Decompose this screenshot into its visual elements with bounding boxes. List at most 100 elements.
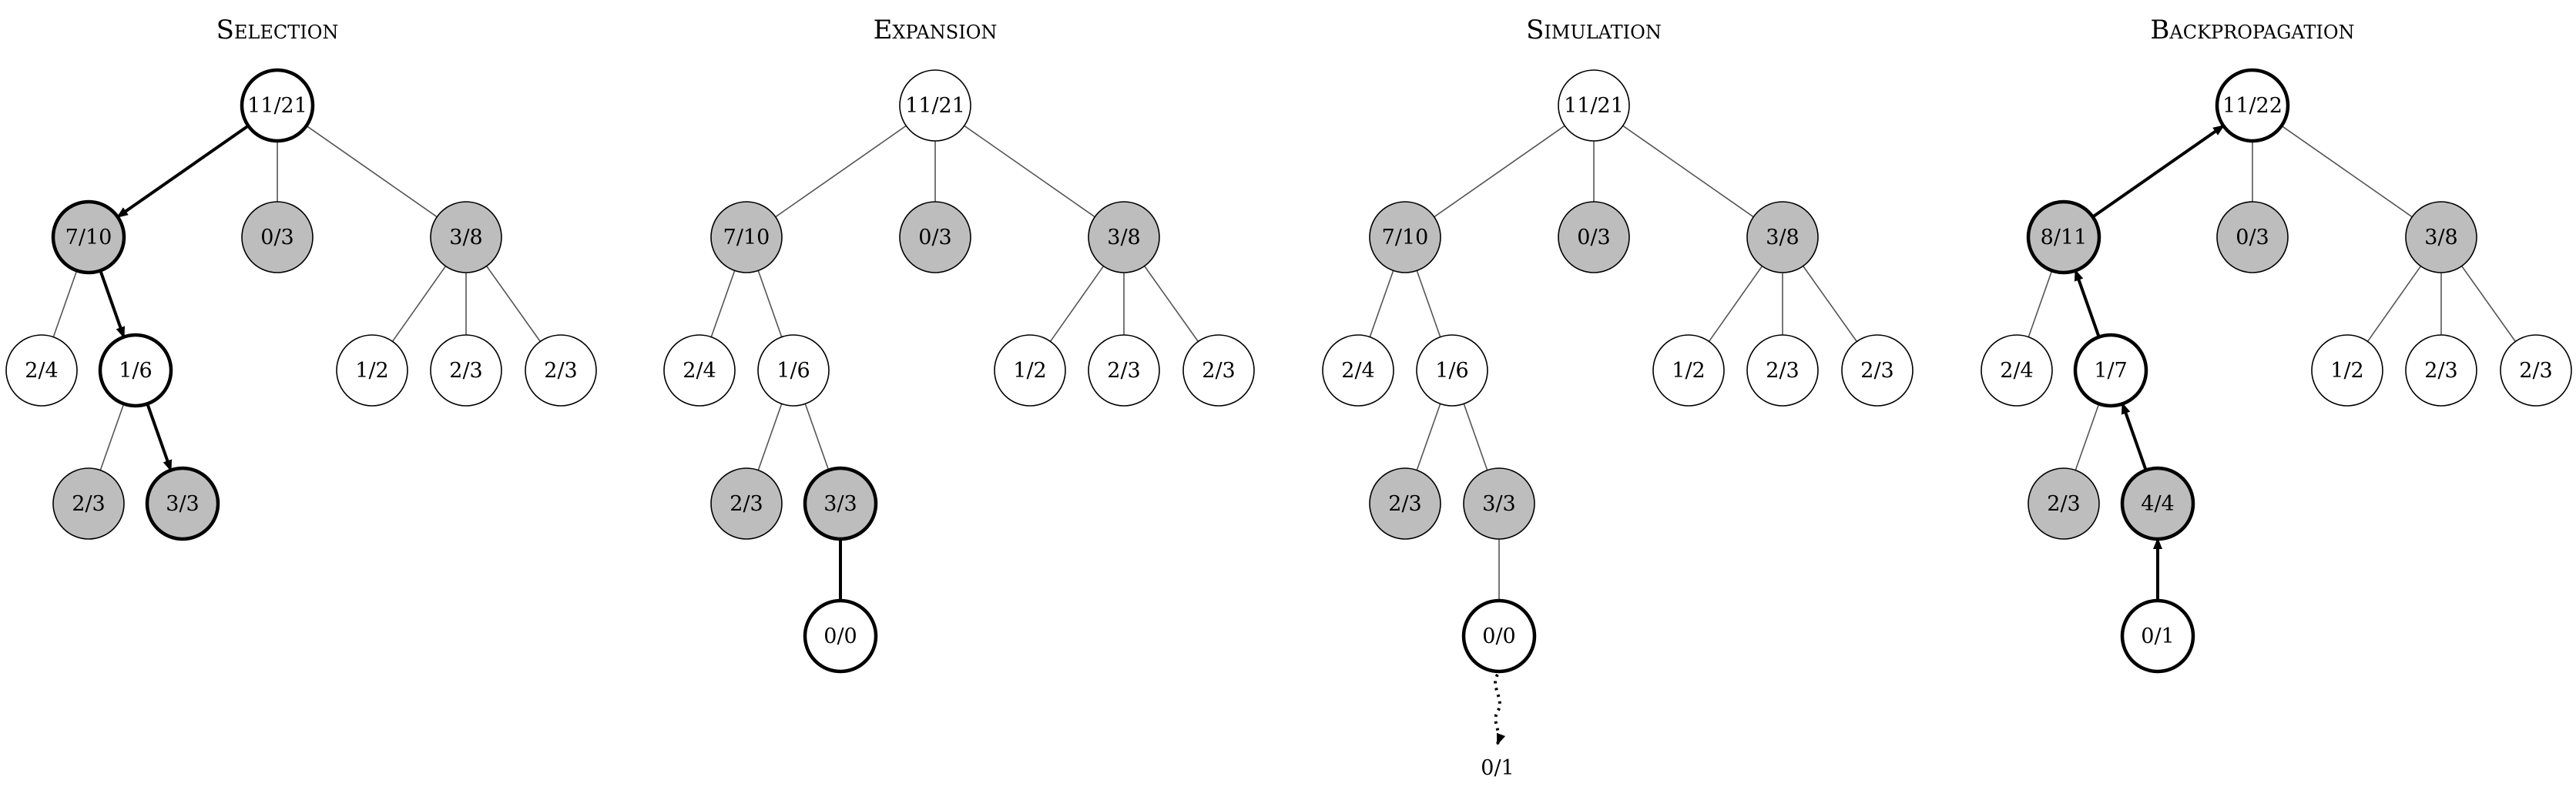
tree-node: 0/3 [1558,201,1630,273]
tree-edge [1369,270,1394,337]
tree-node: 2/4 [1322,334,1394,407]
node-circle [899,69,971,142]
node-circle [2500,334,2572,407]
node-label: 1/2 [1013,359,1046,383]
node-circle [2073,333,2148,408]
node-label: 7/10 [65,226,112,249]
tree-edge [1416,270,1441,337]
node-circle [994,334,1066,407]
node-label: 7/10 [723,226,770,249]
tree-edge [1416,404,1441,470]
node-circle [1088,334,1160,407]
panel-title-simulation: Simulation [1526,15,1662,45]
tree-node: 3/8 [1746,201,1819,273]
node-label: 2/3 [1388,492,1421,516]
node-circle [2120,598,2195,674]
node-circle [1369,467,1441,540]
node-label: 2/4 [1341,359,1374,383]
tree-edge [116,124,250,219]
tree-node: 11/21 [240,68,315,143]
tree-node: 2/3 [430,334,502,407]
node-label: 2/3 [730,492,763,516]
node-label: 2/3 [2519,359,2552,383]
tree-edge [1803,266,1857,342]
node-circle [1182,334,1255,407]
node-label: 11/22 [2222,94,2283,118]
nodes-layer: 11/21 7/10 0/3 3/8 2/4 1/6 1/2 2/3 2/3 2/3 3/3 11/2… [5,68,2572,674]
node-label: 7/10 [1382,226,1429,249]
tree-node: 3/8 [1088,201,1160,273]
node-label: 2/4 [25,359,58,383]
tree-edge [2281,125,2413,218]
node-circle [1746,201,1819,273]
tree-edge [2075,404,2100,470]
rollout-dotted-arrow [1494,673,1506,745]
node-label: 3/8 [1766,226,1799,249]
tree-node: 7/10 [51,199,126,275]
node-circle [2405,334,2477,407]
tree-edge [99,270,126,339]
tree-node: 7/10 [1369,201,1441,273]
tree-edge [2366,266,2422,342]
node-label: 0/0 [1482,625,1515,648]
node-circle [1981,334,2053,407]
node-label: 2/3 [544,359,577,383]
panel-title-expansion: Expansion [874,15,998,45]
tree-edge [146,403,173,472]
node-circle [336,334,408,407]
node-label: 0/0 [823,625,857,648]
tree-node: 2/3 [2500,334,2572,407]
panel-title-backpropagation: Backpropagation [2150,15,2354,45]
node-label: 0/3 [2236,226,2269,249]
tree-node: 2/3 [52,467,125,540]
node-label: 1/7 [2094,359,2127,383]
node-label: 1/6 [1435,359,1468,383]
node-circle [2311,334,2383,407]
node-label: 1/2 [355,359,388,383]
node-circle [2120,466,2195,541]
node-circle [710,467,783,540]
node-circle [663,334,736,407]
node-label: 4/4 [2141,492,2174,516]
tree-edge [2461,266,2516,342]
node-label: 0/3 [260,226,293,249]
tree-node: 2/3 [2405,334,2477,407]
node-circle [2216,201,2289,273]
tree-node: 2/3 [1088,334,1160,407]
node-circle [803,466,878,541]
node-circle [710,201,783,273]
tree-edge [2074,269,2101,338]
tree-node: 3/3 [1463,467,1535,540]
tree-edge [2121,402,2148,471]
node-label: 2/3 [72,492,105,516]
tree-node: 2/4 [1981,334,2053,407]
tree-node: 2/3 [1369,467,1441,540]
edges-layer [52,124,2516,601]
tree-node: 11/22 [2215,68,2290,143]
node-circle [145,466,220,541]
node-circle [2405,201,2477,273]
node-circle [5,334,78,407]
tree-edge [2091,124,2225,219]
tree-node: 1/2 [336,334,408,407]
tree-node: 3/3 [803,466,878,541]
node-circle [803,598,878,674]
tree-node: 0/0 [1461,598,1537,674]
node-circle [1461,598,1537,674]
node-circle [241,201,314,273]
tree-node: 11/21 [899,69,971,142]
tree-node: 8/11 [2026,199,2101,275]
tree-node: 1/7 [2073,333,2148,408]
node-circle [899,201,971,273]
node-label: 2/3 [1766,359,1799,383]
node-label: 1/2 [2330,359,2363,383]
tree-edge [1434,125,1565,218]
tree-edge [1144,266,1199,342]
tree-edge [486,266,541,342]
tree-node: 0/1 [2120,598,2195,674]
tree-edge [52,270,78,337]
tree-edge [1708,266,1763,342]
tree-node: 2/4 [5,334,78,407]
tree-node: 3/8 [430,201,502,273]
tree-node: 11/21 [1558,69,1630,142]
